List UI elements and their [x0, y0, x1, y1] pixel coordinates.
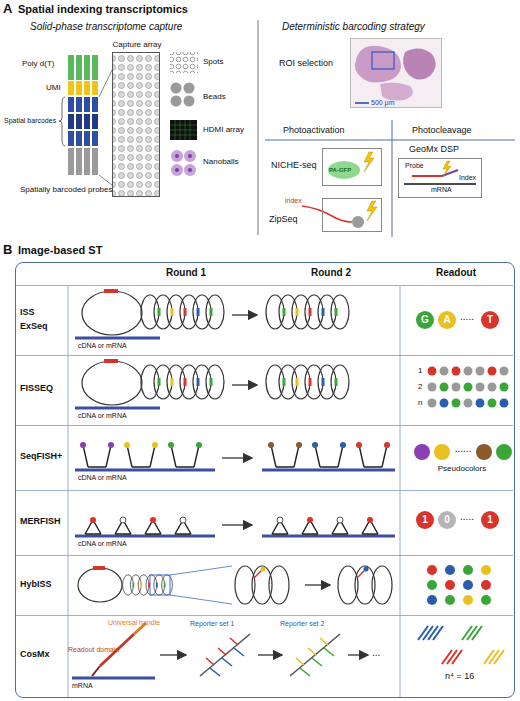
probe-part-label: Universal handle	[108, 619, 160, 626]
section-heading: Deterministic barcoding strategy	[282, 22, 425, 32]
bit-value: 1	[422, 515, 428, 525]
photocleavage-box: GeoMx DSPProbemRNAIndex	[398, 158, 482, 198]
array-type-label: HDMI array	[203, 126, 244, 134]
array-type-label: Nanoballs	[203, 158, 239, 166]
node-text: NICHE-seq	[271, 161, 317, 170]
node-text: FISSEQ	[20, 384, 53, 393]
array-type-label: Beads	[203, 93, 226, 101]
node-text: ROI selection	[279, 59, 333, 68]
part-label: Poly d(T)	[22, 60, 54, 68]
node-text: Round 1	[166, 268, 206, 278]
node-text: index	[285, 197, 302, 204]
bit-value: 0	[444, 515, 450, 525]
method-row: HybISS	[16, 555, 513, 615]
node-text: Index	[459, 174, 476, 181]
photoactivation-box: ZipSeqindex	[322, 198, 382, 232]
scale-label: 500 μm	[371, 99, 395, 106]
node-text: GeoMx DSP	[409, 145, 459, 154]
node-text: ISS	[20, 308, 35, 317]
node-text: Capture array	[113, 41, 162, 49]
strand-label: mRNA	[72, 682, 93, 689]
node-text: PA-GFP	[329, 167, 351, 173]
photoactivation-box: NICHE-seqPA-GFP	[322, 148, 382, 186]
ellipsis: ......	[455, 444, 472, 454]
bit-value: 1	[487, 515, 493, 525]
ellipsis: ...	[372, 648, 380, 658]
panel-title: Spatial indexing transcriptomics	[18, 4, 188, 15]
base-call: A	[443, 315, 450, 325]
probe-columns	[59, 55, 112, 185]
cycle-number: n	[418, 399, 422, 407]
node-text: Readout	[436, 268, 476, 278]
capture-array-box: Capture array	[112, 52, 160, 197]
probe-part-label: Readout domain	[68, 646, 119, 653]
strand-label: cDNA or mRNA	[78, 342, 127, 349]
node-text: ExSeq	[20, 322, 48, 331]
strand-label: cDNA or mRNA	[78, 474, 127, 481]
ellipsis: .....	[460, 312, 474, 322]
node-text: HybISS	[20, 580, 52, 589]
node-text: Round 2	[311, 268, 351, 278]
base-call: T	[487, 315, 493, 325]
readout-note: Pseudocolors	[438, 465, 486, 473]
tissue-image-box: ROI selection	[350, 38, 442, 108]
section-heading: Solid-phase transcriptome capture	[30, 22, 182, 32]
node-text: mRNA	[431, 186, 452, 193]
part-label: Spatial barcodes	[4, 117, 56, 124]
column-heading: Photoactivation	[283, 126, 345, 135]
array-type-label: Spots	[203, 58, 223, 66]
readout-note: n⁴ = 16	[445, 672, 474, 681]
panel-letter: A	[3, 2, 12, 15]
node-text: SeqFISH+	[20, 452, 62, 461]
node-text: ZipSeq	[269, 215, 298, 224]
panel-title: Image-based ST	[18, 245, 102, 256]
cycle-number: 2	[418, 383, 422, 391]
column-heading: Photocleavage	[412, 126, 472, 135]
cycle-number: 1	[418, 367, 422, 375]
node-text: CosMx	[20, 650, 50, 659]
reporter-label: Reporter set 1	[190, 620, 234, 627]
node-text: Probe	[405, 162, 424, 169]
ellipsis: .....	[460, 512, 474, 522]
base-call: G	[421, 315, 429, 325]
reporter-label: Reporter set 2	[280, 620, 324, 627]
node-text: MERFISH	[20, 517, 61, 526]
strand-label: cDNA or mRNA	[78, 412, 127, 419]
part-label: Spatially barcoded probes	[20, 186, 113, 194]
panel-letter: B	[3, 243, 12, 256]
strand-label: cDNA or mRNA	[78, 540, 127, 547]
part-label: UMI	[46, 84, 61, 92]
